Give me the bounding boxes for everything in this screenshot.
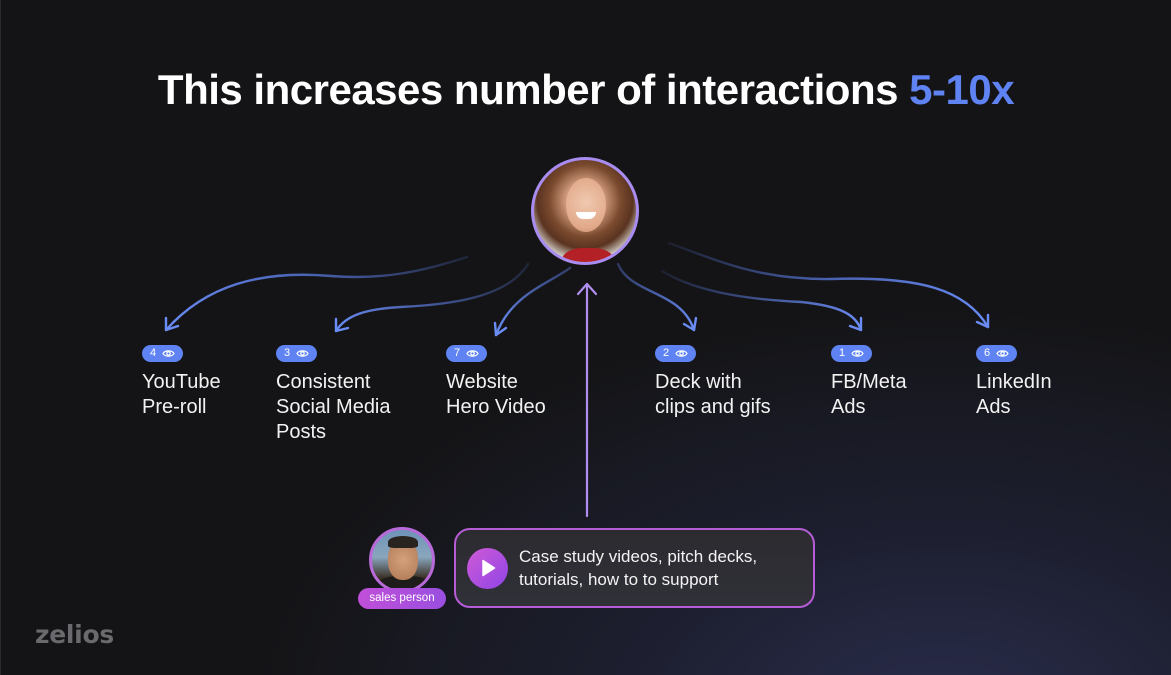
channel-label: LinkedIn Ads [976,370,1052,418]
views-badge: 6 [976,344,1018,362]
views-count: 7 [454,347,461,359]
views-badge: 4 [142,344,184,362]
views-badge: 7 [446,344,488,362]
channel-label: YouTube Pre-roll [142,370,221,418]
eye-icon [675,349,688,357]
channel-label: Deck with clips and gifs [655,370,771,418]
views-count: 1 [839,347,846,359]
channel-social-media: 3 Consistent Social Media Posts [276,343,391,445]
jacket [378,576,430,590]
eye-icon [851,349,864,357]
views-count: 6 [984,347,991,359]
eye-icon [466,349,479,357]
brand-logo: zelios [35,620,114,649]
channel-youtube: 4 YouTube Pre-roll [142,343,221,420]
play-button[interactable] [467,547,508,589]
eye-icon [162,349,175,357]
callout-text: Case study videos, pitch decks, tutorial… [519,547,758,589]
views-count: 2 [663,347,670,359]
views-badge: 3 [276,344,318,362]
views-count: 4 [150,347,157,359]
channel-website: 7 Website Hero Video [446,343,546,420]
title-main: This increases number of interactions [157,66,910,113]
views-badge: 1 [831,344,873,362]
eye-icon [996,349,1009,357]
channel-linkedin: 6 LinkedIn Ads [976,343,1052,420]
hair [388,536,418,548]
views-count: 3 [284,347,291,359]
content-callout: Case study videos, pitch decks, tutorial… [454,528,815,608]
channel-label: Consistent Social Media Posts [276,370,391,443]
channel-label: FB/Meta Ads [831,370,907,418]
smile [576,212,596,219]
hub-avatar [531,157,639,265]
sales-person-tag: sales person [358,588,446,609]
channel-deck: 2 Deck with clips and gifs [655,343,771,420]
page-title: This increases number of interactions 5-… [1,66,1171,114]
shirt [562,248,614,262]
eye-icon [296,349,309,357]
play-icon [481,559,495,577]
sales-person-avatar [369,527,435,593]
person-photo-icon [566,178,606,232]
channel-fb-meta: 1 FB/Meta Ads [831,343,907,420]
channel-label: Website Hero Video [446,370,546,418]
title-highlight: 5-10x [909,66,1015,113]
views-badge: 2 [655,344,697,362]
